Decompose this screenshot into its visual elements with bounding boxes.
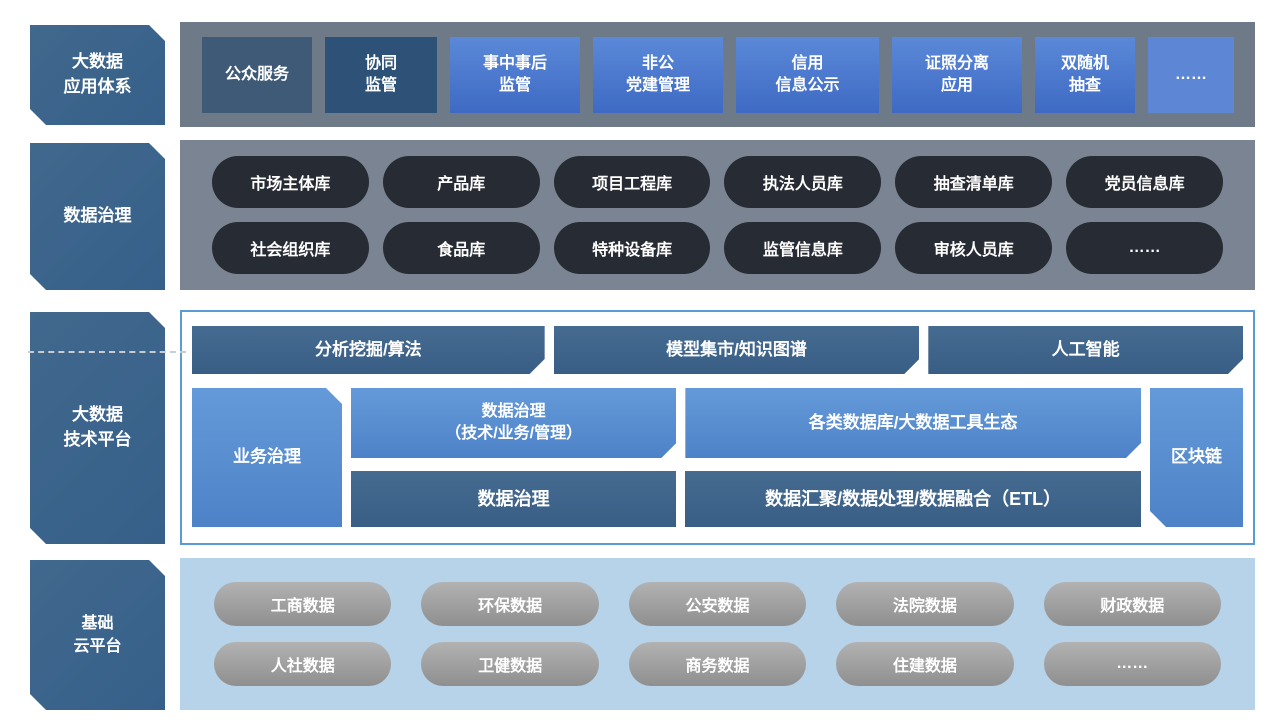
platform-block-blockchain: 区块链 [1150,388,1243,527]
data-pill: 商务数据 [628,642,807,686]
layer-label-cloud: 基础 云平台 [30,560,165,710]
db-pill: 党员信息库 [1066,156,1223,208]
platform-block-data-governance-tbm: 数据治理 （技术/业务/管理） [351,388,676,458]
governance-panel: 市场主体库 产品库 项目工程库 执法人员库 抽查清单库 党员信息库 社会组织库 … [180,140,1255,290]
app-block-license-separation: 证照分离 应用 [892,36,1022,113]
db-pill: 市场主体库 [212,156,369,208]
app-block-double-random-check: 双随机 抽查 [1035,36,1135,113]
platform-block-data-governance: 数据治理 [351,471,677,527]
data-pill-ellipsis: …… [1043,642,1221,686]
platform-block-ai: 人工智能 [928,326,1243,374]
db-pill: 审核人员库 [895,222,1053,274]
platform-block-analytics: 分析挖掘/算法 [192,326,545,374]
data-pill: 工商数据 [214,582,392,626]
app-block-during-after-supervision: 事中事后 监管 [450,36,580,113]
db-pill: 食品库 [382,222,540,274]
platform-block-etl: 数据汇聚/数据处理/数据融合（ETL） [685,471,1141,527]
platform-block-database-tools: 各类数据库/大数据工具生态 [685,388,1141,458]
data-pill: 环保数据 [421,582,599,626]
db-pill: 监管信息库 [724,222,882,274]
db-pill: 特种设备库 [553,222,711,274]
platform-top-row: 分析挖掘/算法 模型集市/知识图谱 人工智能 [192,326,1243,374]
data-pill: 财政数据 [1043,582,1221,626]
db-pill: 项目工程库 [553,156,711,208]
data-pill: 住建数据 [836,642,1014,686]
app-block-public-service: 公众服务 [202,36,312,113]
platform-bottom-rows: 业务治理 数据治理 （技术/业务/管理） 数据治理 各类数据库/大数据工具生态 … [192,388,1243,527]
layer-label-application: 大数据 应用体系 [30,25,165,125]
cloud-panel: 工商数据 环保数据 公安数据 法院数据 财政数据 人社数据 卫健数据 商务数据 … [180,558,1255,710]
db-pill: 抽查清单库 [895,156,1053,208]
db-pill: 社会组织库 [212,222,369,274]
data-pill: 公安数据 [628,582,807,626]
dashed-connector-line [28,351,186,353]
db-pill: 产品库 [382,156,540,208]
platform-block-business-governance: 业务治理 [192,388,342,527]
platform-middle-column: 数据治理 （技术/业务/管理） 数据治理 [351,388,677,527]
platform-right-column: 各类数据库/大数据工具生态 数据汇聚/数据处理/数据融合（ETL） [685,388,1141,527]
app-block-party-building: 非公 党建管理 [593,36,723,113]
platform-panel: 分析挖掘/算法 模型集市/知识图谱 人工智能 业务治理 数据治理 （技术/业务/… [180,310,1255,545]
platform-block-model-knowledge: 模型集市/知识图谱 [554,326,920,374]
layer-label-platform: 大数据 技术平台 [30,312,165,544]
app-block-credit-publicity: 信用 信息公示 [736,36,879,113]
app-block-collab-supervision: 协同 监管 [325,36,437,113]
layer-label-governance: 数据治理 [30,143,165,290]
application-panel: 公众服务 协同 监管 事中事后 监管 非公 党建管理 信用 信息公示 证照分离 … [180,22,1255,127]
data-pill: 人社数据 [214,642,392,686]
app-block-ellipsis: …… [1148,36,1234,113]
data-pill: 法院数据 [836,582,1014,626]
db-pill-ellipsis: …… [1066,222,1223,274]
db-pill: 执法人员库 [724,156,882,208]
data-pill: 卫健数据 [421,642,599,686]
